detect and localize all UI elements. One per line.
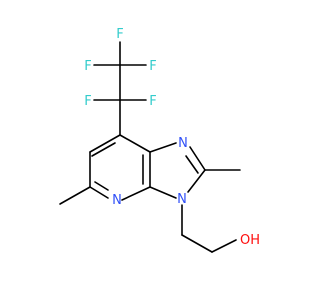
atom-f1: F [116,27,123,42]
atom-f2: F [84,59,91,74]
atom-f5: F [149,94,156,109]
bond-c7-c6-double [91,142,116,157]
atom-f4: F [84,94,91,109]
bond-n3-c3a [149,186,177,199]
bond-n1-c2 [189,146,206,171]
bond-c2-n3 [187,169,206,193]
bond-ch2-ch2 [181,234,213,253]
bond-c5-n4 [89,186,109,199]
atom-f3: F [149,59,156,74]
atom-hydroxyl: OH [240,233,260,248]
bond-c7a-c7 [119,134,151,153]
atom-n-substituted: N [177,192,187,207]
atom-labels: F F F F F N N N OH [84,27,260,248]
structure-canvas: F F F F F N N N OH [59,27,260,253]
bond-c5-n4-double [94,181,109,191]
bond-c5-methyl [59,186,91,205]
bond-c7a-n1 [149,142,177,153]
bond-n4-c3a [121,186,151,201]
atom-n-pyridine: N [112,193,122,208]
bond-n1-c2-double [185,155,199,174]
atom-n-imidazole: N [178,136,188,151]
bond-ch2-o [211,239,237,253]
molecule-diagram: F F F F F N N N OH [59,27,260,253]
bond-c7-c6 [89,134,121,153]
bonds [59,41,241,253]
